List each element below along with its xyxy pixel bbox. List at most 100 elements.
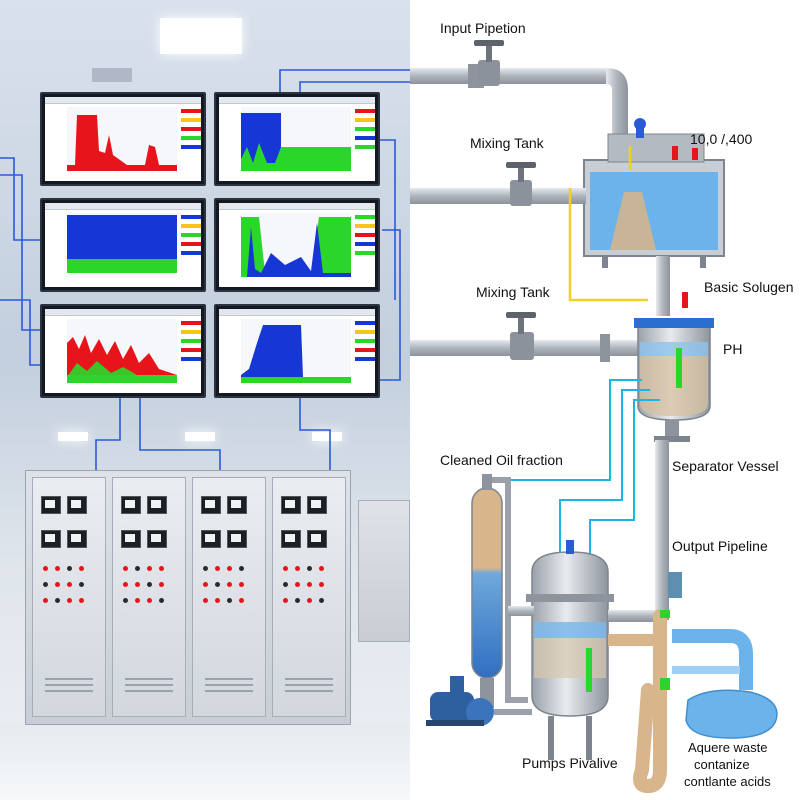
indicator-light xyxy=(123,598,128,603)
indicator-light xyxy=(295,598,300,603)
pressure-gauge-icon xyxy=(41,530,61,548)
indicator-light xyxy=(295,566,300,571)
feed-pipeline xyxy=(410,188,586,204)
indicator-light xyxy=(67,566,72,571)
indicator-light xyxy=(159,582,164,587)
indicator-light xyxy=(135,598,140,603)
cabinet-vent xyxy=(45,684,93,686)
indicator-light xyxy=(295,582,300,587)
label-input-pipetion: Input Pipetion xyxy=(440,20,526,36)
control-room-panel xyxy=(0,0,410,800)
label-mixing-tank-top: Mixing Tank xyxy=(470,135,544,151)
indicator-light xyxy=(67,582,72,587)
pump-icon xyxy=(426,676,494,726)
indicator-light xyxy=(43,582,48,587)
indicator-light xyxy=(227,598,232,603)
indicator-light xyxy=(319,598,324,603)
indicator-light xyxy=(283,598,288,603)
pressure-gauge-icon xyxy=(147,530,167,548)
mixing-tank-2 xyxy=(634,318,714,442)
indicator-light xyxy=(239,598,244,603)
pressure-gauge-icon xyxy=(41,496,61,514)
label-ph: PH xyxy=(723,341,743,357)
pressure-gauge-icon xyxy=(121,496,141,514)
side-cabinet xyxy=(358,500,410,642)
label-basic-solugen: Basic Solugen xyxy=(704,279,794,295)
pipe-flange xyxy=(600,334,610,362)
oil-column xyxy=(471,474,528,708)
indicator-light xyxy=(307,566,312,571)
chart-legend xyxy=(181,109,201,154)
chart-legend xyxy=(181,215,201,260)
output-pipeline xyxy=(655,440,669,620)
valve-icon xyxy=(668,572,682,598)
label-mixing-tank-mid: Mixing Tank xyxy=(476,284,550,300)
label-separator-vessel: Separator Vessel xyxy=(672,458,779,474)
monitor-chart xyxy=(67,107,177,171)
indicator-light xyxy=(55,582,60,587)
pressure-gauge-icon xyxy=(201,530,221,548)
monitor-4 xyxy=(214,198,380,292)
level-indicator xyxy=(676,348,682,388)
screen-toolbar xyxy=(45,97,201,104)
control-cabinet xyxy=(272,477,346,717)
indicator-light xyxy=(159,566,164,571)
pressure-gauge-icon xyxy=(227,530,247,548)
indicator-light xyxy=(147,566,152,571)
indicator-light xyxy=(79,598,84,603)
label-output-pipeline: Output Pipeline xyxy=(672,538,768,554)
control-cabinets xyxy=(25,470,351,725)
sensor-icon xyxy=(682,292,688,308)
indicator-light xyxy=(135,582,140,587)
ceiling-light xyxy=(58,432,88,441)
indicator-light xyxy=(147,582,152,587)
process-schematic xyxy=(410,40,778,794)
cabinet-vent xyxy=(45,690,93,692)
pressure-gauge-icon xyxy=(67,496,87,514)
sensor-icon xyxy=(692,148,698,160)
monitor-3 xyxy=(40,198,206,292)
indicator-light xyxy=(319,582,324,587)
monitor-screen xyxy=(45,203,201,287)
indicator-light xyxy=(215,582,220,587)
control-cabinet xyxy=(112,477,186,717)
indicator-light xyxy=(79,566,84,571)
indicator-light xyxy=(319,566,324,571)
control-cabinet xyxy=(192,477,266,717)
screen-toolbar xyxy=(45,203,201,210)
cabinet-vent xyxy=(45,678,93,680)
control-cabinet xyxy=(32,477,106,717)
indicator-light xyxy=(215,598,220,603)
cabinet-vent xyxy=(125,690,173,692)
ceiling-light xyxy=(160,18,242,54)
indicator-light xyxy=(283,582,288,587)
mixing-tank-1 xyxy=(583,133,725,268)
air-vent xyxy=(92,68,132,82)
monitor-chart xyxy=(241,213,351,277)
cabinet-vent xyxy=(285,690,333,692)
monitor-5 xyxy=(40,304,206,398)
chart-legend xyxy=(355,215,375,260)
cabinet-vent xyxy=(125,684,173,686)
schematic-panel: Input Pipetion Mixing Tank 10,0 /,400 Mi… xyxy=(410,0,800,800)
chart-legend xyxy=(181,321,201,366)
indicator-light xyxy=(203,582,208,587)
indicator-light xyxy=(43,566,48,571)
valve-icon xyxy=(506,312,536,360)
indicator-light xyxy=(147,598,152,603)
signal-line-yellow xyxy=(568,188,648,302)
monitor-screen xyxy=(45,97,201,181)
indicator-light xyxy=(123,566,128,571)
sensor-icon xyxy=(672,146,678,160)
label-pumps-pivalive: Pumps Pivalive xyxy=(522,755,618,771)
label-aquere-waste-3: contlante acids xyxy=(684,774,771,789)
ceiling-light xyxy=(185,432,215,441)
monitor-chart xyxy=(241,319,351,383)
indicator-light xyxy=(215,566,220,571)
valve-icon xyxy=(474,40,504,86)
pressure-gauge-icon xyxy=(147,496,167,514)
pressure-gauge-icon xyxy=(307,496,327,514)
chart-legend xyxy=(355,321,375,366)
indicator-light xyxy=(307,582,312,587)
cabinet-vent xyxy=(285,684,333,686)
